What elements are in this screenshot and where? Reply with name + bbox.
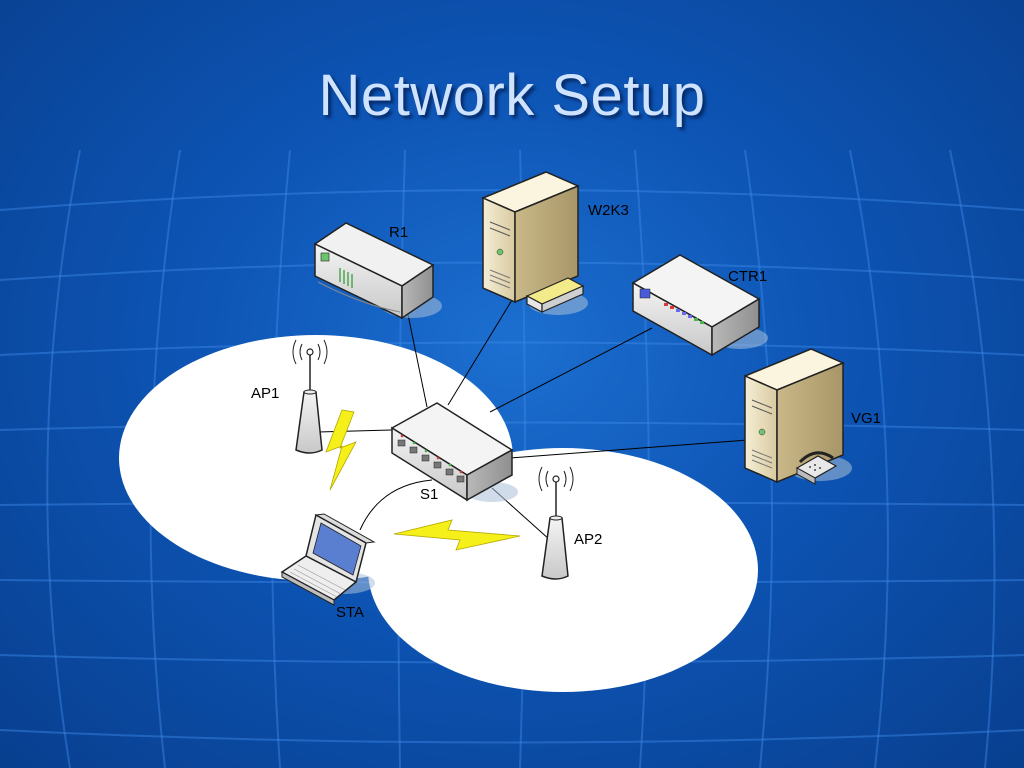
node-label-ap2: AP2	[574, 531, 602, 548]
wireless-lightning-ap2	[393, 519, 521, 551]
node-label-ap1: AP1	[251, 385, 279, 402]
link-s1-vg1	[509, 439, 749, 459]
node-label-r1: R1	[389, 224, 408, 241]
link-s1-w2k3	[447, 299, 513, 406]
laptop-icon[interactable]	[280, 513, 376, 606]
router-icon[interactable]	[313, 222, 442, 320]
link-s1-sta	[359, 479, 433, 531]
wireless-lightning-ap1	[325, 409, 357, 491]
switch-icon[interactable]	[390, 402, 518, 502]
link-s1-ctr1	[489, 327, 653, 413]
link-s1-ap1	[317, 429, 393, 433]
node-label-ctr1: CTR1	[728, 268, 767, 285]
access-point-icon-ap2[interactable]	[538, 466, 574, 580]
access-point-icon-ap1[interactable]	[292, 339, 328, 454]
slide-title: Network Setup	[318, 63, 706, 128]
node-label-s1: S1	[420, 486, 438, 503]
node-label-vg1: VG1	[851, 410, 881, 427]
node-label-w2k3: W2K3	[588, 202, 629, 219]
controller-icon[interactable]	[631, 254, 768, 357]
server-icon[interactable]	[481, 171, 588, 315]
voice-gateway-icon[interactable]	[743, 348, 852, 485]
node-label-sta: STA	[336, 604, 364, 621]
